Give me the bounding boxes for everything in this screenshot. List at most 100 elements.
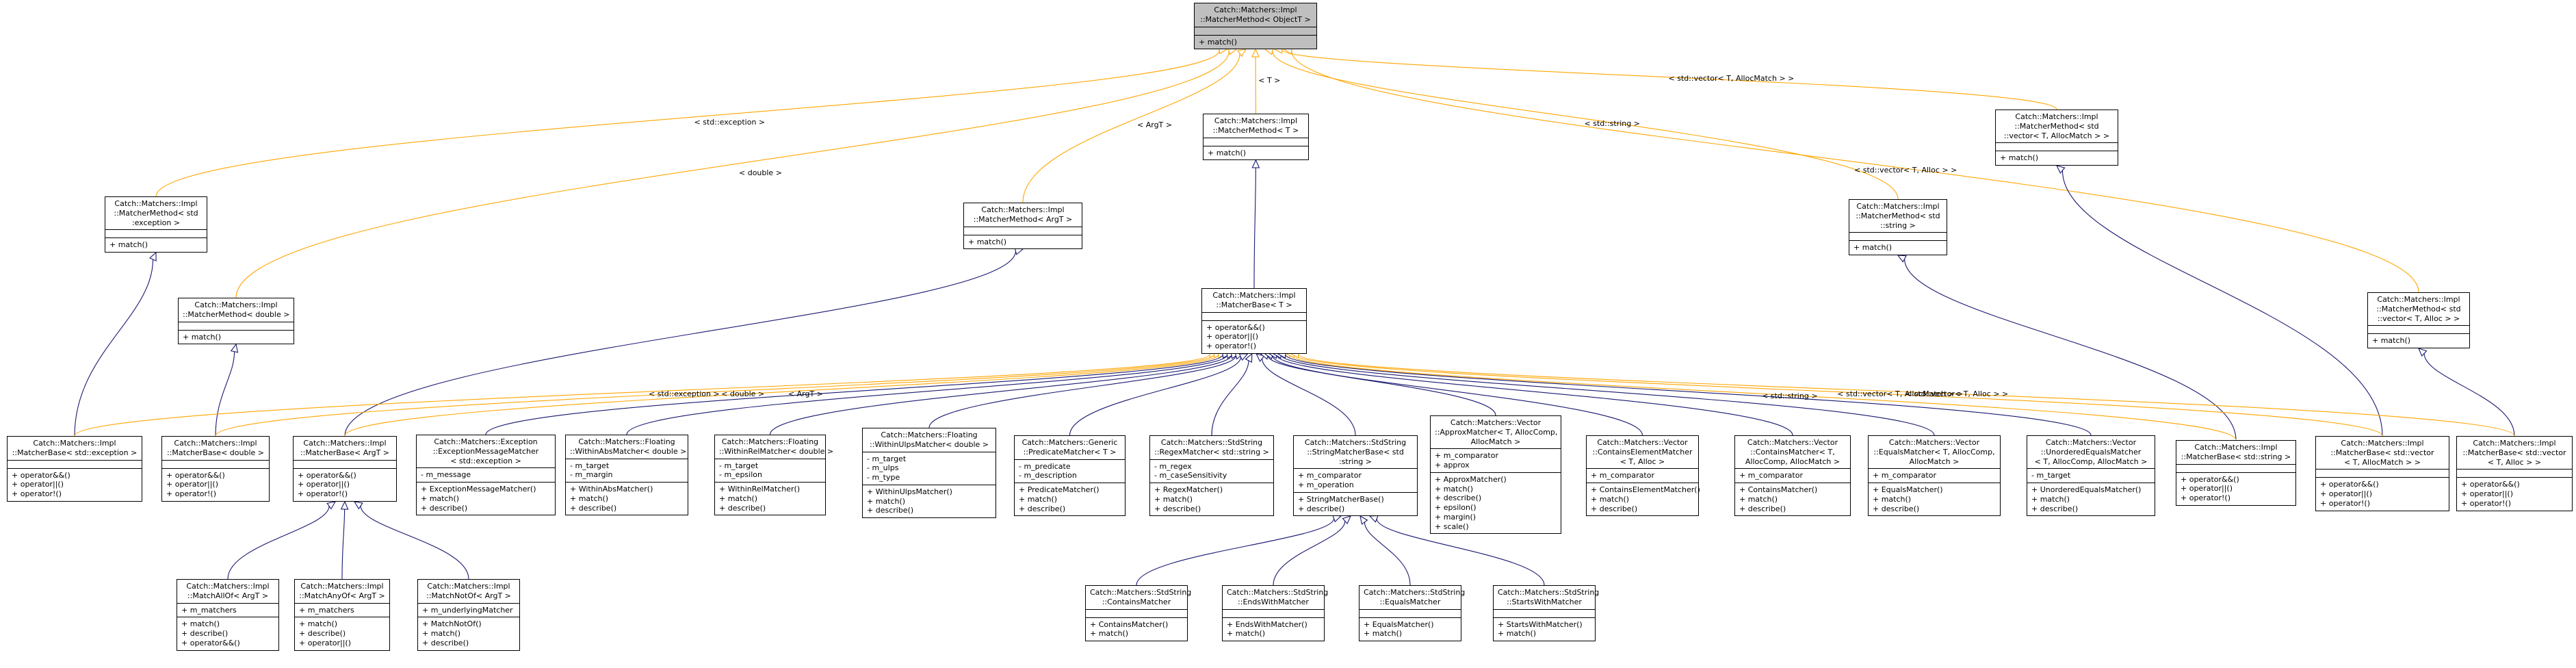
class-title: Catch::Matchers::Generic::PredicateMatch… [1015, 436, 1125, 459]
inherit-edge-anyof-to-mb_argt [340, 500, 349, 580]
class-title: Catch::Matchers::Vector::ContainsElement… [1587, 436, 1698, 468]
class-methods: + match() [964, 234, 1082, 249]
class-node-contains_el[interactable]: Catch::Matchers::Vector::ContainsElement… [1586, 435, 1700, 517]
method-line: + epsilon() [1435, 503, 1476, 512]
method-line: + MatchNotOf() [422, 619, 482, 629]
method-line: + describe() [1591, 504, 1638, 513]
class-node-unordered[interactable]: Catch::Matchers::Vector::UnorderedEquals… [2027, 435, 2155, 517]
template-argument-label: < ArgT > [788, 389, 823, 398]
edge-line [1280, 355, 1935, 436]
class-name-line: Catch::Matchers::Impl [1214, 116, 1298, 125]
class-name-line: ::UnorderedEqualsMatcher [2040, 447, 2142, 457]
method-line: + match() [422, 629, 461, 638]
method-line: + describe() [422, 638, 469, 647]
class-methods: + WithinRelMatcher()+ match()+ describe(… [715, 482, 825, 515]
class-node-contains_vec[interactable]: Catch::Matchers::Vector::ContainsMatcher… [1734, 435, 1851, 517]
class-node-within_abs[interactable]: Catch::Matchers::Floating::WithinAbsMatc… [565, 435, 688, 516]
method-line: + match() [1435, 484, 1474, 493]
method-line: + margin() [1435, 512, 1476, 522]
class-node-equals_str[interactable]: Catch::Matchers::StdString::EqualsMatche… [1359, 585, 1465, 641]
class-node-exc_msg[interactable]: Catch::Matchers::Exception::ExceptionMes… [416, 435, 556, 516]
method-line: + describe() [570, 503, 617, 513]
class-node-regex[interactable]: Catch::Matchers::StdString::RegexMatcher… [1149, 435, 1274, 517]
class-node-mm_argt[interactable]: Catch::Matchers::Impl::MatcherMethod< Ar… [963, 203, 1082, 250]
class-node-mm_double[interactable]: Catch::Matchers::Impl::MatcherMethod< do… [178, 298, 294, 345]
class-methods: + UnorderedEqualsMatcher()+ match()+ des… [2027, 483, 2155, 515]
edge-line [1376, 518, 1545, 586]
class-name-line: Catch::Matchers::Vector [1450, 418, 1541, 427]
method-line: + operator||() [1206, 332, 1259, 342]
class-methods: + WithinUlpsMatcher()+ match()+ describe… [863, 484, 996, 517]
class-name-line: ::MatcherMethod< ArgT > [973, 214, 1073, 224]
edge-line [769, 355, 1232, 435]
method-line: + match() [1090, 629, 1129, 639]
class-attributes: + m_comparator+ m_operation [1294, 468, 1417, 492]
edge-arrowhead [230, 343, 239, 353]
class-node-within_rel[interactable]: Catch::Matchers::Floating::WithinRelMatc… [714, 435, 833, 516]
class-node-mm_T[interactable]: Catch::Matchers::Impl::MatcherMethod< T … [1203, 114, 1309, 161]
class-node-endswith[interactable]: Catch::Matchers::StdString::EndsWithMatc… [1222, 585, 1328, 641]
class-name-line: ::MatcherBase< std::exception > [12, 448, 138, 457]
method-line: + describe() [1154, 504, 1201, 513]
class-methods: + match() [179, 329, 294, 344]
class-node-mm_exc[interactable]: Catch::Matchers::Impl::MatcherMethod< st… [105, 196, 207, 253]
class-node-within_ulps[interactable]: Catch::Matchers::Floating::WithinUlpsMat… [862, 428, 996, 518]
attribute-line: + m_operation [1298, 480, 1354, 489]
class-node-approx[interactable]: Catch::Matchers::Vector::ApproxMatcher< … [1430, 415, 1561, 535]
class-node-mm_vec[interactable]: Catch::Matchers::Impl::MatcherMethod< st… [1995, 110, 2118, 166]
attribute-line: + approx [1435, 461, 1470, 470]
class-title: Catch::Matchers::Impl::MatcherBase< T > [1202, 289, 1306, 312]
class-attributes [179, 321, 294, 330]
class-title: Catch::Matchers::Impl::MatchAllOf< ArgT … [177, 580, 278, 603]
class-methods: + EqualsMatcher()+ match() [1359, 617, 1461, 641]
class-methods: + operator&&()+ operator||()+ operator!(… [294, 467, 396, 501]
class-title: Catch::Matchers::Impl::MatcherBase< doub… [162, 437, 269, 460]
class-name-line: Catch::Matchers::Impl [114, 199, 198, 208]
class-name-line: ::WithinUlpsMatcher< double > [869, 439, 989, 449]
class-node-mb_exc[interactable]: Catch::Matchers::Impl::MatcherBase< std:… [7, 436, 142, 502]
class-node-notof[interactable]: Catch::Matchers::Impl::MatchNotOf< ArgT … [417, 579, 520, 651]
method-line: + operator!() [1206, 342, 1257, 350]
method-line: + operator&&() [181, 638, 240, 647]
class-node-contains_str[interactable]: Catch::Matchers::StdString::ContainsMatc… [1085, 585, 1192, 641]
method-line: + operator!() [166, 489, 217, 498]
class-methods: + operator&&()+ operator||()+ operator!(… [1202, 320, 1306, 353]
class-name-line: < T, AllocComp, AllocMatch > [2034, 457, 2148, 466]
attribute-line: - m_regex [1154, 461, 1192, 471]
method-line: + ContainsMatcher() [1739, 485, 1818, 494]
class-node-mm_vecalloc[interactable]: Catch::Matchers::Impl::MatcherMethod< st… [2367, 292, 2470, 348]
class-attributes: + m_comparator+ approx [1431, 448, 1561, 472]
class-node-allof[interactable]: Catch::Matchers::Impl::MatchAllOf< ArgT … [177, 579, 279, 651]
template-argument-label: < std::string > [1762, 391, 1818, 400]
edge-line [1276, 355, 1793, 436]
class-node-mm_str[interactable]: Catch::Matchers::Impl::MatcherMethod< st… [1849, 199, 1947, 255]
class-node-strbase[interactable]: Catch::Matchers::StdString::StringMatche… [1293, 435, 1418, 517]
class-title: Catch::Matchers::Floating::WithinAbsMatc… [566, 435, 688, 459]
class-name-line: Catch::Matchers::StdString [1090, 588, 1192, 597]
class-node-startswith[interactable]: Catch::Matchers::StdString::StartsWithMa… [1493, 585, 1599, 641]
class-node-root[interactable]: Catch::Matchers::Impl::MatcherMethod< Ob… [1194, 3, 1317, 50]
class-name-line: < T, Alloc > > [2487, 457, 2542, 467]
class-node-anyof[interactable]: Catch::Matchers::Impl::MatchAnyOf< ArgT … [294, 579, 390, 651]
class-methods: + ContainsMatcher()+ match() [1086, 617, 1187, 641]
method-line: + match() [1873, 494, 1912, 504]
class-methods: + match() [1195, 34, 1316, 49]
class-name-line: ::ExceptionMessageMatcher [432, 446, 539, 456]
class-node-mb_T[interactable]: Catch::Matchers::Impl::MatcherBase< T >+… [1201, 288, 1307, 354]
class-title: Catch::Matchers::Floating::WithinUlpsMat… [863, 428, 996, 452]
inherit-edge-mb_exc-to-mm_exc [74, 251, 157, 437]
edge-line [1136, 518, 1335, 586]
attribute-line: - m_target [719, 461, 759, 470]
class-node-predicate[interactable]: Catch::Matchers::Generic::PredicateMatch… [1014, 435, 1126, 517]
inherit-edge-allof-to-mb_argt [227, 501, 337, 580]
class-node-mb_vecalloc[interactable]: Catch::Matchers::Impl::MatcherBase< std:… [2456, 436, 2573, 511]
class-node-mb_vec[interactable]: Catch::Matchers::Impl::MatcherBase< std:… [2315, 436, 2449, 511]
class-node-mb_double[interactable]: Catch::Matchers::Impl::MatcherBase< doub… [161, 436, 270, 502]
method-line: + WithinAbsMatcher() [570, 485, 653, 493]
class-node-mb_str[interactable]: Catch::Matchers::Impl::MatcherBase< std:… [2176, 440, 2296, 506]
class-name-line: Catch::Matchers::Floating [881, 431, 978, 439]
class-name-line: Catch::Matchers::Impl [1856, 202, 1940, 211]
class-node-mb_argt[interactable]: Catch::Matchers::Impl::MatcherBase< ArgT… [293, 436, 397, 502]
class-attributes [1223, 608, 1324, 617]
class-node-equals_vec[interactable]: Catch::Matchers::Vector::EqualsMatcher< … [1868, 435, 2001, 517]
